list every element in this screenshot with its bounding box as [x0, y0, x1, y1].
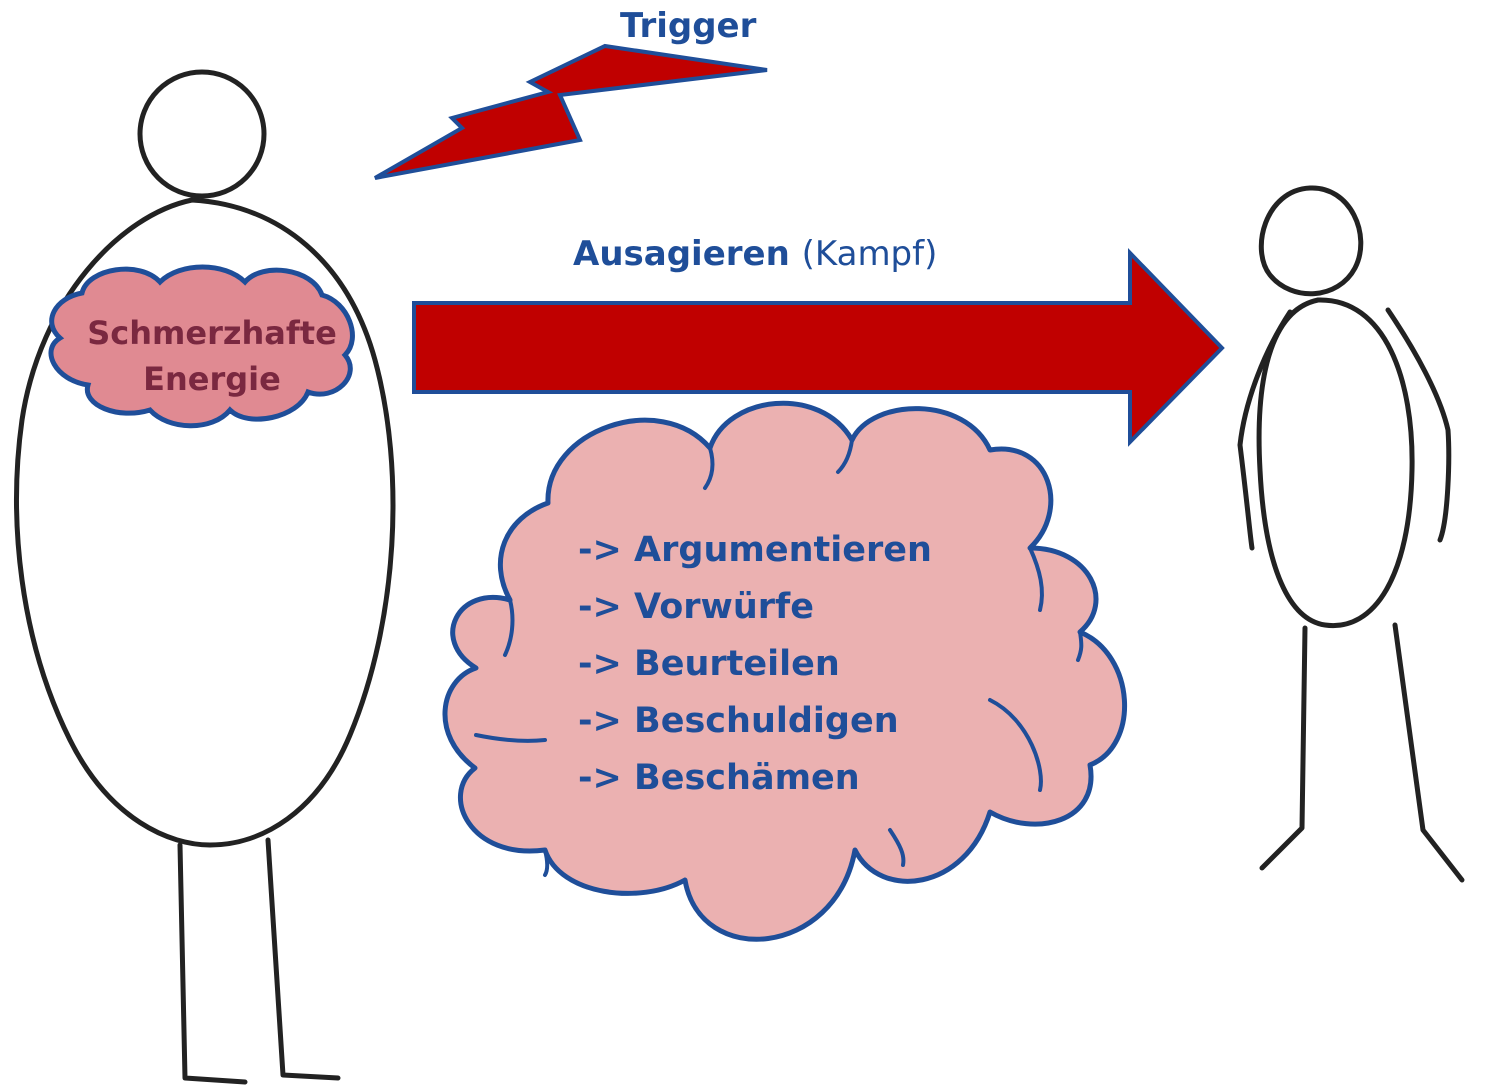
behavior-item: -> Beurteilen [578, 644, 840, 684]
cloud-inner-arcs [474, 438, 1084, 877]
behavior-item: -> Beschämen [578, 758, 860, 798]
pain-cloud [48, 264, 355, 429]
person-left-head [137, 69, 267, 199]
pain-label: Schmerzhafte Energie [62, 310, 362, 402]
person-right [1237, 185, 1465, 883]
behavior-item: -> Vorwürfe [578, 587, 814, 627]
trigger-text: Trigger [620, 6, 757, 46]
behaviors-cloud [442, 400, 1128, 942]
lightning-bolt-icon [374, 43, 768, 180]
pain-line-1: Schmerzhafte [87, 314, 337, 352]
behavior-item: -> Beschuldigen [578, 701, 899, 741]
person-right-leg-left [1259, 625, 1308, 871]
person-left-body [14, 197, 396, 848]
person-right-arm-left [1237, 309, 1293, 551]
person-left-leg-left [177, 842, 248, 1085]
right-arrow-icon [412, 248, 1225, 447]
behaviors-list: -> Argumentieren -> Vorwürfe -> Beurteil… [578, 522, 932, 807]
person-right-body [1256, 297, 1415, 629]
trigger-label: Trigger [620, 6, 756, 46]
person-right-leg-right [1392, 622, 1465, 883]
behavior-item: -> Argumentieren [578, 530, 932, 570]
action-normal-text: (Kampf) [801, 234, 938, 274]
person-right-head [1258, 185, 1364, 297]
pain-line-2: Energie [143, 360, 281, 398]
action-label: Ausagieren (Kampf) [573, 234, 937, 274]
person-left-leg-right [265, 837, 341, 1081]
person-right-arm-right [1385, 307, 1452, 543]
action-bold-text: Ausagieren [573, 234, 790, 274]
person-left [14, 69, 396, 1085]
